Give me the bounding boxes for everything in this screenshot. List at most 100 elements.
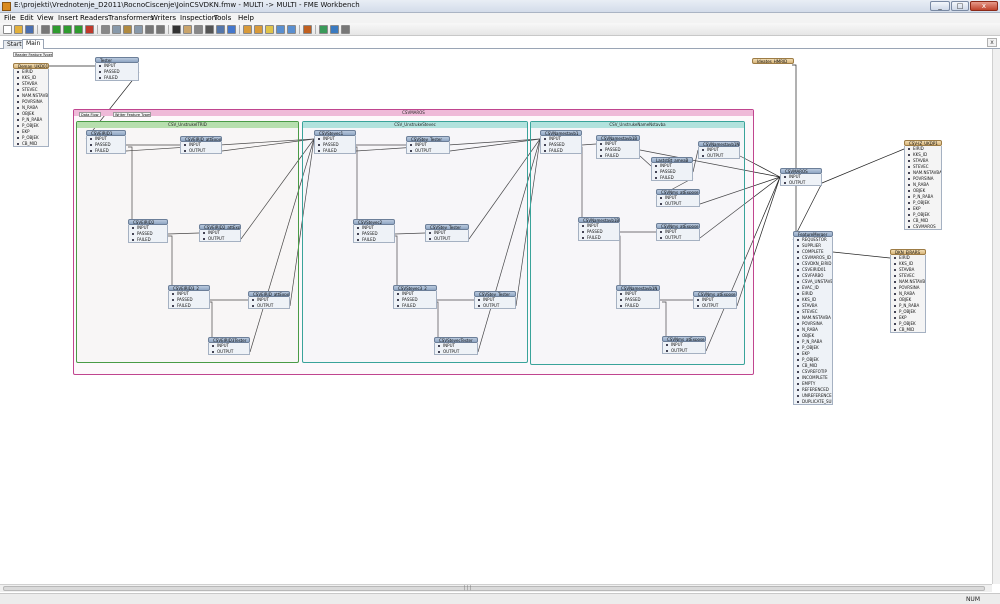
port-input[interactable]: INPUT [406,142,450,148]
port-unreferenced[interactable]: UNREFERENCED [793,393,833,399]
port-input[interactable]: INPUT [95,63,139,69]
port-duplicate-supplier[interactable]: DUPLICATE_SUPPLIER [793,399,833,405]
port-kks-id[interactable]: KKS_ID [793,297,833,303]
menu-help[interactable]: Help [238,14,254,22]
port-ekp[interactable]: EKP [793,351,833,357]
port-cb-mid[interactable]: CB_MID [904,218,942,224]
bookmark-icon[interactable] [265,25,274,34]
port-output[interactable]: OUTPUT [208,349,250,355]
run-step-icon[interactable] [63,25,72,34]
port-complete[interactable]: COMPLETE [793,249,833,255]
port-passed[interactable]: PASSED [95,69,139,75]
port-input[interactable]: INPUT [248,297,290,303]
workspace-canvas[interactable]: CSVMAROS CSV_UnstrukeITRID CSV_UnstrukeS… [0,49,992,584]
port-p-objek[interactable]: P_OBJEK [793,357,833,363]
port-povrsina[interactable]: POVRSINA [890,285,926,291]
port-output[interactable]: OUTPUT [698,153,740,159]
port-output[interactable]: OUTPUT [248,303,290,309]
tab-main[interactable]: Main [22,39,45,49]
port-output[interactable]: OUTPUT [425,236,469,242]
reader-node[interactable]: Ideates_HMRID [752,58,794,64]
port-eirid[interactable]: EIRID [890,255,926,261]
paste-icon[interactable] [123,25,132,34]
run-to-icon[interactable] [74,25,83,34]
port-failed[interactable]: FAILED [651,175,693,181]
port-nam-nstavba[interactable]: NAM.NSTAVBA [890,279,926,285]
port-failed[interactable]: FAILED [128,237,168,243]
port-output[interactable]: OUTPUT [656,201,700,207]
port-input[interactable]: INPUT [168,291,210,297]
connection-line[interactable] [699,176,781,239]
bookmark-nstavba[interactable]: CSV_UnstrukeNameNstavba [530,121,745,365]
menu-tools[interactable]: Tools [214,14,232,22]
bookmark-stevec[interactable]: CSV_UnstrukeStevec [302,121,528,363]
connection-line[interactable] [821,148,905,184]
cut-icon[interactable] [101,25,110,34]
port-passed[interactable]: PASSED [86,142,126,148]
port-input[interactable]: INPUT [474,297,516,303]
zoom-icon[interactable] [216,25,225,34]
port-input[interactable]: INPUT [656,195,700,201]
menu-view[interactable]: View [37,14,54,22]
duplicate-icon[interactable] [134,25,143,34]
port-input[interactable]: INPUT [616,291,660,297]
port-p-objek[interactable]: P_OBJEK [904,212,942,218]
port-objek[interactable]: OBJEK [904,188,942,194]
port-p-objek[interactable]: P_OBJEK [13,123,49,129]
connection-line[interactable] [394,232,426,235]
port-stevec[interactable]: STEVEC [793,309,833,315]
port-passed[interactable]: PASSED [128,231,168,237]
pan-hand-icon[interactable] [183,25,192,34]
redirect-icon[interactable] [319,25,328,34]
port-ekp[interactable]: EKP [13,129,49,135]
menu-readers[interactable]: Readers [80,14,109,22]
stop-icon[interactable] [85,25,94,34]
port-povrsina[interactable]: POVRSINA [793,321,833,327]
save-icon[interactable] [25,25,34,34]
connection-line[interactable] [739,155,781,178]
port-stavba[interactable]: STAVBA [793,303,833,309]
port-eirid[interactable]: EIRID [904,146,942,152]
port-referenced[interactable]: REFERENCED [793,387,833,393]
port-csva-unstavb[interactable]: CSVA_UNSTAVB [793,279,833,285]
port-output[interactable]: OUTPUT [656,235,700,241]
port-input[interactable]: INPUT [662,342,706,348]
port-passed[interactable]: PASSED [616,297,660,303]
port-nam-nstavba[interactable]: NAM.NSTAVBA [904,170,942,176]
port-passed[interactable]: PASSED [393,297,437,303]
port-objek[interactable]: OBJEK [793,333,833,339]
port-input[interactable]: INPUT [698,147,740,153]
port-p-objek[interactable]: P_OBJEK [890,321,926,327]
port-input[interactable]: INPUT [86,136,126,142]
redo-icon[interactable] [156,25,165,34]
magic-wand-icon[interactable] [205,25,214,34]
port-csvdkn-eirid[interactable]: CSVDKN_EIRID [793,261,833,267]
menu-edit[interactable]: Edit [20,14,34,22]
port-cb-mid[interactable]: CB_MID [13,141,49,147]
port-failed[interactable]: FAILED [393,303,437,309]
port-output[interactable]: OUTPUT [199,236,241,242]
port-objek[interactable]: OBJEK [13,111,49,117]
menu-writers[interactable]: Writers [151,14,177,22]
port-p-n-raba[interactable]: P_N_RABA [13,117,49,123]
close-tab-button[interactable]: x [987,38,997,47]
port-p-objek[interactable]: P_OBJEK [890,309,926,315]
maximize-button[interactable]: □ [951,1,969,11]
port-csvfarbo[interactable]: CSVFARBO [793,273,833,279]
bookmark-eirid[interactable]: CSV_UnstrukeITRID [76,121,299,363]
port-p-n-raba[interactable]: P_N_RABA [904,194,942,200]
port-passed[interactable]: PASSED [168,297,210,303]
port-input[interactable]: INPUT [540,136,582,142]
